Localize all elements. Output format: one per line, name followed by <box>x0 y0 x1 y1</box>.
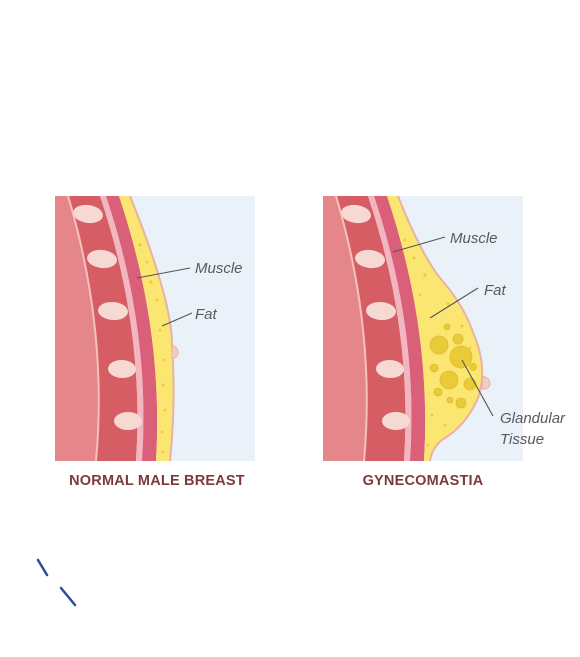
gyno-fat-label: Fat <box>484 282 507 299</box>
normal-muscle-label: Muscle <box>195 260 243 277</box>
gyno-chest-wall <box>323 196 367 461</box>
gyno-glandular-label-line2: Tissue <box>500 431 544 448</box>
gyno-glandular-pointer <box>461 359 494 417</box>
gyno-panel-title: GYNECOMASTIA <box>363 473 484 489</box>
normal-chest-wall <box>55 196 99 461</box>
gyno-fat-pointer <box>429 287 479 319</box>
gyno-fat-layer <box>387 196 483 461</box>
normal-rib-bones <box>73 204 142 430</box>
gyno-glandular-label-line1: Glandular <box>500 410 566 427</box>
gynecomastia-panel: Muscle Fat Glandular Tissue GYNECOMASTIA <box>323 196 566 489</box>
normal-fat-label: Fat <box>195 306 218 323</box>
gyno-muscle-layer <box>374 196 426 461</box>
gyno-nipple <box>481 375 491 390</box>
normal-muscle-pointer <box>136 267 191 279</box>
normal-muscle-layer <box>106 196 158 461</box>
normal-fat-layer <box>119 196 174 461</box>
gyno-muscle-pointer <box>392 236 446 253</box>
normal-fat-pointer <box>161 312 193 327</box>
gyno-rib-bones <box>341 204 410 430</box>
gyno-glandular-tissue <box>429 323 477 409</box>
decorative-stroke-mark <box>36 558 77 607</box>
normal-panel-title: NORMAL MALE BREAST <box>69 473 245 489</box>
gyno-muscle-label: Muscle <box>450 230 498 247</box>
normal-breast-panel: Muscle Fat NORMAL MALE BREAST <box>55 196 255 489</box>
normal-nipple <box>171 344 179 359</box>
